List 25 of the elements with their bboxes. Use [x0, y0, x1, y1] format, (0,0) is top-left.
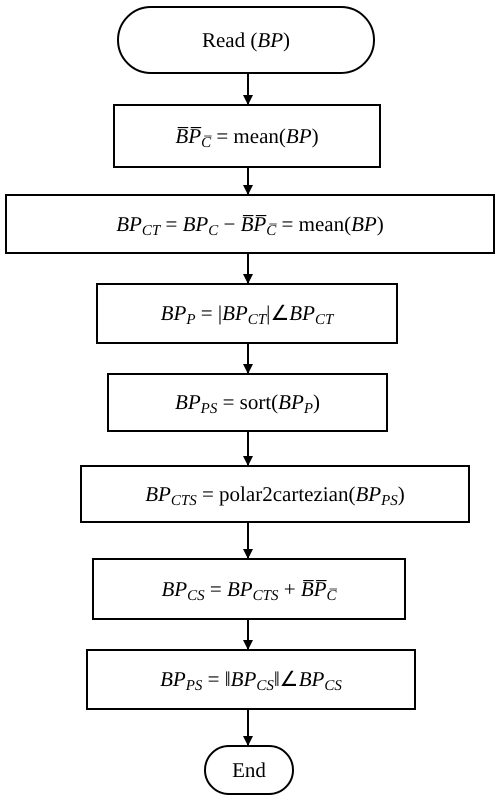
- arrow: [243, 432, 253, 466]
- formula-text: BP$_{P}$ = |BP$_{CT}$|∠BP$_{CT}$: [160, 300, 334, 327]
- arrow: [243, 168, 253, 195]
- process-box: [5, 194, 495, 254]
- process-box: [80, 465, 470, 523]
- arrow: [243, 74, 253, 105]
- arrow: [243, 344, 253, 374]
- formula-text: BP$_{CTS}$ = polar2cartezian(BP$_{PS}$): [145, 480, 405, 508]
- arrow: [243, 620, 253, 650]
- process-box: [86, 649, 416, 710]
- formula-text: Read (BP): [202, 26, 290, 54]
- terminal-box: [204, 745, 294, 795]
- process-box: [92, 558, 406, 620]
- process-box: [113, 104, 381, 168]
- formula-text: BP$_{CS}$ = BP$_{CTS}$ + B̅P̅$_{C̅}$: [161, 576, 337, 602]
- formula-text: End: [232, 756, 266, 784]
- formula-text: BP$_{PS}$ = ‖BP$_{CS}$‖∠BP$_{CS}$: [160, 666, 342, 693]
- arrow: [243, 254, 253, 284]
- arrow: [243, 523, 253, 559]
- formula-text: B̅P̅$_{C̅}$ = mean(BP): [175, 122, 319, 150]
- process-box: [107, 373, 388, 432]
- process-box: [96, 283, 398, 344]
- formula-text: BP$_{PS}$ = sort(BP$_{P}$): [175, 389, 320, 416]
- arrow: [243, 710, 253, 746]
- formula-text: BP$_{CT}$ = BP$_{C}$ − B̅P̅$_{C̅}$ = mean(BP): [116, 210, 384, 238]
